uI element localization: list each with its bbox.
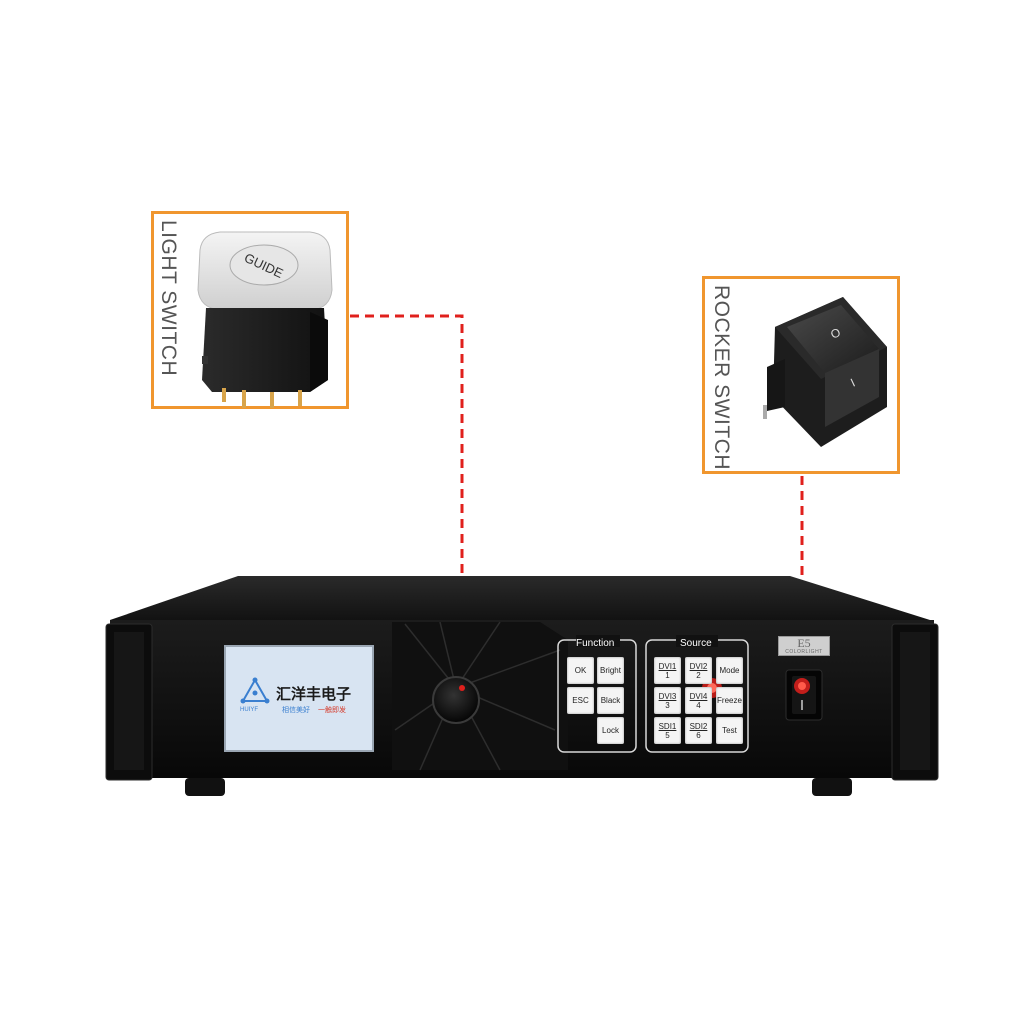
black-button[interactable]: Black — [597, 687, 624, 714]
svg-text:I: I — [848, 376, 857, 390]
model-name: E5 — [797, 636, 811, 650]
mode-button[interactable]: Mode — [716, 657, 743, 684]
rocker-switch-image: O I — [763, 297, 887, 447]
bright-button[interactable]: Bright — [597, 657, 624, 684]
selector-knob — [432, 676, 480, 724]
function-panel-title: Function — [576, 638, 615, 649]
slogan-part-a: 相信美好 — [282, 706, 310, 714]
test-button[interactable]: Test — [716, 717, 743, 744]
slogan-part-b: 一触即发 — [318, 706, 346, 714]
lock-button[interactable]: Lock — [597, 717, 624, 744]
freeze-button[interactable]: Freeze — [716, 687, 743, 714]
ok-button[interactable]: OK — [567, 657, 594, 684]
esc-button[interactable]: ESC — [567, 687, 594, 714]
model-brand: COLORLIGHT — [785, 649, 823, 655]
power-rocker-switch[interactable] — [786, 670, 822, 720]
light-switch-label: LIGHT SWITCH — [157, 220, 180, 377]
model-badge: E5 COLORLIGHT — [778, 636, 830, 656]
rocker-switch-label: ROCKER SWITCH — [710, 285, 733, 470]
light-switch-callout: LIGHT SWITCH GUIDE — [151, 211, 349, 409]
source-panel-title: Source — [680, 638, 712, 649]
brand-logo-icon — [240, 677, 270, 704]
rocker-switch-callout: ROCKER SWITCH O I — [702, 276, 900, 474]
light-switch-image: GUIDE — [197, 231, 333, 408]
lcd-screen: 汇洋丰电子 HUIYF 相信美好 一触即发 — [224, 645, 374, 752]
brand-name-cn: 汇洋丰电子 — [276, 685, 352, 703]
brand-name-en: HUIYF — [240, 707, 258, 713]
